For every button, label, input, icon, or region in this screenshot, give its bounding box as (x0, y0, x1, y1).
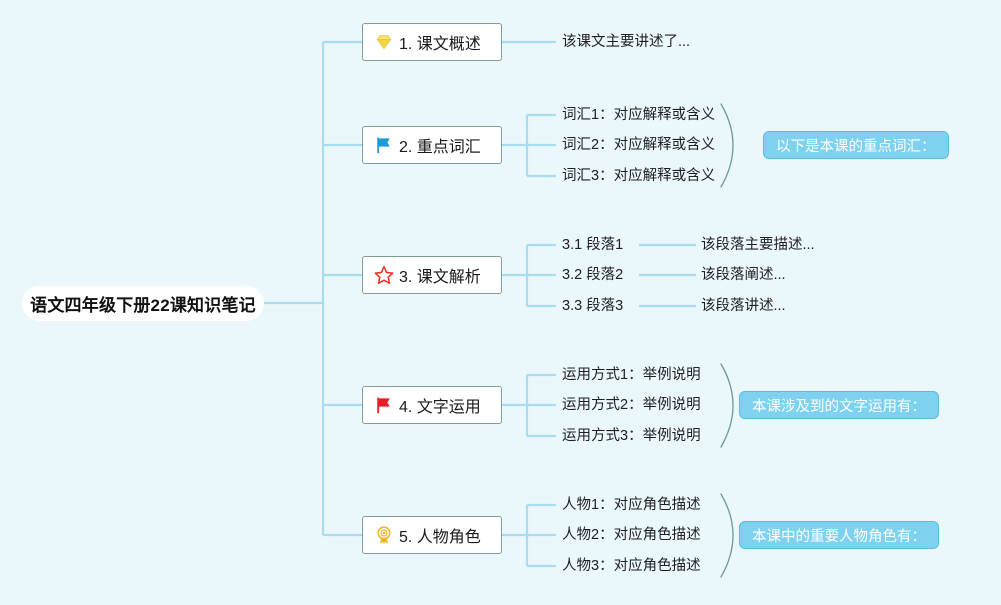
branch-2-child-1-label: 词汇1：对应解释或含义 (562, 107, 716, 123)
summary-box-branch-5-label: 本课中的重要人物角色有： (752, 528, 926, 545)
red-flag-icon (373, 394, 395, 416)
root-node[interactable]: 语文四年级下册22课知识笔记 (22, 286, 264, 321)
root-node-label: 语文四年级下册22课知识笔记 (30, 296, 256, 315)
branch-node-3[interactable]: 3. 课文解析 (362, 256, 502, 294)
branch-node-4[interactable]: 4. 文字运用 (362, 386, 502, 424)
branch-3-child-1-grandchild-1-label: 该段落主要描述... (701, 237, 815, 253)
brace-branch-2 (720, 103, 734, 188)
branch-5-child-2-label: 人物2：对应角色描述 (562, 527, 701, 543)
summary-box-branch-2[interactable]: 以下是本课的重点词汇： (763, 131, 949, 159)
branch-3-child-3[interactable]: 3.3 段落3 (562, 297, 623, 315)
branch-1-child-1[interactable]: 该课文主要讲述了... (562, 33, 690, 51)
branch-5-child-1[interactable]: 人物1：对应角色描述 (562, 496, 701, 514)
branch-node-2[interactable]: 2. 重点词汇 (362, 126, 502, 164)
branch-3-child-3-label: 3.3 段落3 (562, 298, 624, 314)
branch-3-child-1-label: 3.1 段落1 (562, 237, 624, 253)
brace-branch-5 (720, 493, 734, 578)
branch-2-child-3[interactable]: 词汇3：对应解释或含义 (562, 167, 715, 185)
branch-node-5-label: 5. 人物角色 (399, 529, 481, 546)
branch-5-child-3-label: 人物3：对应角色描述 (562, 558, 701, 574)
branch-3-child-2-grandchild-1[interactable]: 该段落阐述... (701, 266, 786, 284)
gem-icon (373, 31, 395, 53)
award-rosette-icon (373, 524, 395, 546)
branch-3-child-3-grandchild-1[interactable]: 该段落讲述... (701, 297, 786, 315)
branch-5-child-3[interactable]: 人物3：对应角色描述 (562, 557, 701, 575)
branch-3-child-1[interactable]: 3.1 段落1 (562, 236, 623, 254)
branch-node-5[interactable]: 5. 人物角色 (362, 516, 502, 554)
branch-node-4-label: 4. 文字运用 (399, 399, 481, 416)
blue-flag-icon (373, 134, 395, 156)
summary-box-branch-4[interactable]: 本课涉及到的文字运用有： (739, 391, 939, 419)
branch-5-child-1-label: 人物1：对应角色描述 (562, 497, 701, 513)
branch-2-child-3-label: 词汇3：对应解释或含义 (562, 168, 716, 184)
star-outline-icon (373, 264, 395, 286)
branch-3-child-2-grandchild-1-label: 该段落阐述... (701, 267, 786, 283)
branch-node-2-label: 2. 重点词汇 (399, 139, 481, 156)
branch-2-child-1[interactable]: 词汇1：对应解释或含义 (562, 106, 715, 124)
branch-3-child-2[interactable]: 3.2 段落2 (562, 266, 623, 284)
branch-1-child-1-label: 该课文主要讲述了... (562, 34, 691, 50)
branch-2-child-2[interactable]: 词汇2：对应解释或含义 (562, 136, 715, 154)
branch-3-child-1-grandchild-1[interactable]: 该段落主要描述... (701, 236, 815, 254)
branch-4-child-2-label: 运用方式2：举例说明 (562, 397, 701, 413)
branch-node-1[interactable]: 1. 课文概述 (362, 23, 502, 61)
branch-4-child-1[interactable]: 运用方式1：举例说明 (562, 366, 701, 384)
summary-box-branch-4-label: 本课涉及到的文字运用有： (752, 398, 926, 415)
summary-box-branch-2-label: 以下是本课的重点词汇： (776, 138, 936, 155)
branch-4-child-2[interactable]: 运用方式2：举例说明 (562, 396, 701, 414)
branch-4-child-3[interactable]: 运用方式3：举例说明 (562, 427, 701, 445)
branch-3-child-3-grandchild-1-label: 该段落讲述... (701, 298, 786, 314)
summary-box-branch-5[interactable]: 本课中的重要人物角色有： (739, 521, 939, 549)
brace-branch-4 (720, 363, 734, 448)
branch-2-child-2-label: 词汇2：对应解释或含义 (562, 137, 716, 153)
branch-5-child-2[interactable]: 人物2：对应角色描述 (562, 526, 701, 544)
branch-3-child-2-label: 3.2 段落2 (562, 267, 624, 283)
branch-4-child-3-label: 运用方式3：举例说明 (562, 428, 701, 444)
branch-node-1-label: 1. 课文概述 (399, 36, 481, 53)
branch-node-3-label: 3. 课文解析 (399, 269, 481, 286)
branch-4-child-1-label: 运用方式1：举例说明 (562, 367, 701, 383)
